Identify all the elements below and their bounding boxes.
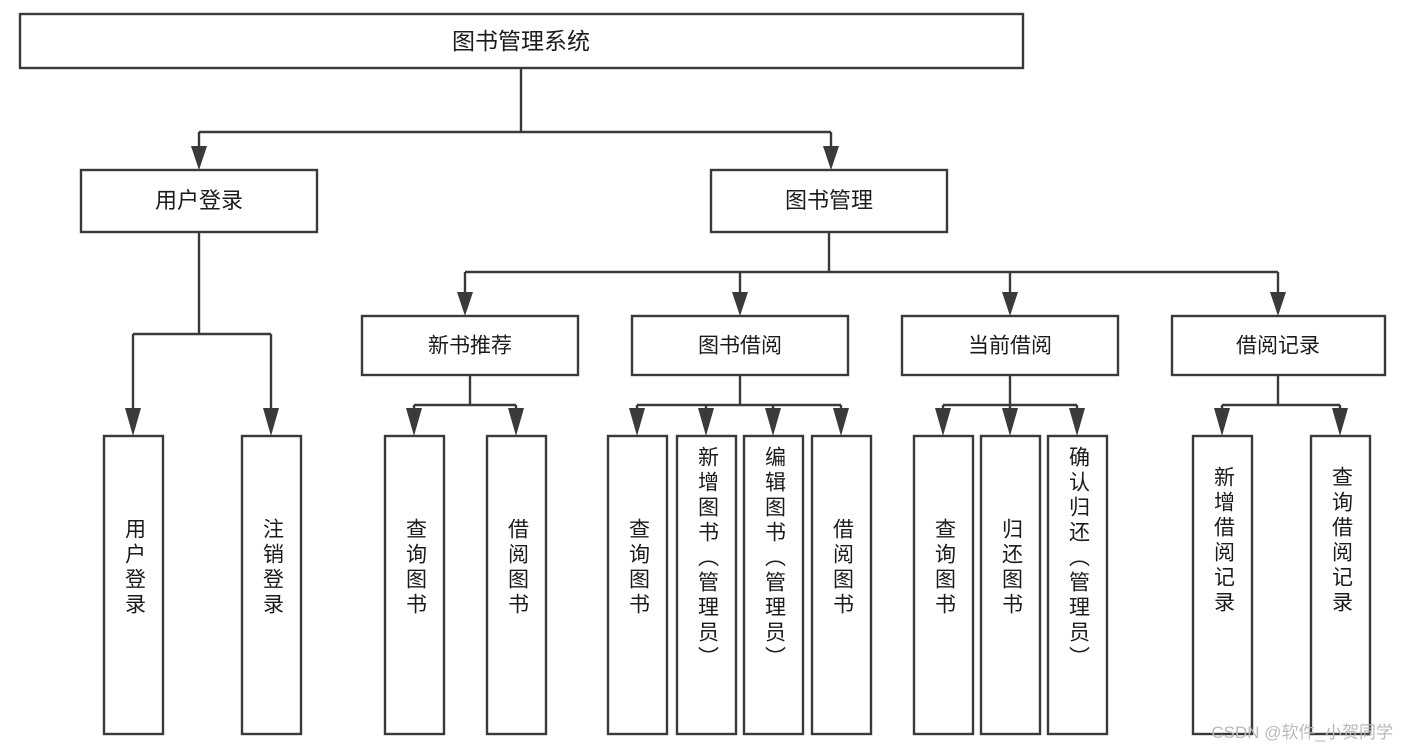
arrowhead-icon (1002, 292, 1018, 316)
edge-book-manage-to-level3 (457, 232, 1286, 316)
node-root-label: 图书管理系统 (452, 28, 590, 54)
arrowhead-icon (508, 408, 524, 436)
edge-new-book-recommend-to-leaves (406, 375, 524, 436)
arrowhead-icon (263, 408, 279, 436)
node-user-login-box[interactable] (79, 168, 319, 234)
arrowhead-icon (125, 408, 141, 436)
arrowhead-icon (1332, 408, 1348, 436)
arrowhead-icon (698, 408, 714, 436)
arrowhead-icon (1069, 408, 1085, 436)
leaf-box-book-borrow-3[interactable] (810, 434, 873, 736)
leaf-box-current-borrow-1[interactable] (979, 434, 1042, 736)
node-current-borrow-box[interactable] (900, 314, 1120, 377)
watermark: CSDN @软件_小贺同学 (1211, 723, 1393, 742)
node-new-book-recommend-label: 新书推荐 (428, 335, 512, 358)
edge-current-borrow-to-leaves (935, 375, 1085, 436)
node-book-manage[interactable]: 图书管理 (709, 168, 949, 234)
edge-book-borrow-to-leaves (629, 375, 849, 436)
node-user-login-label: 用户登录 (155, 188, 243, 213)
leaf-box-book-borrow-1[interactable] (675, 434, 738, 736)
leaf-box-new-book-recommend-1[interactable] (485, 434, 548, 736)
leaf-box-book-borrow-2[interactable] (742, 434, 805, 736)
leaf-box-new-book-recommend-0[interactable] (383, 434, 446, 736)
leaf-box-user-login-1[interactable] (240, 434, 303, 736)
arrowhead-icon (457, 292, 473, 316)
leaf-box-user-login-0[interactable] (102, 434, 165, 736)
arrowhead-icon (833, 408, 849, 436)
leaf-box-book-borrow-0[interactable] (606, 434, 669, 736)
node-user-login[interactable]: 用户登录 (79, 168, 319, 234)
node-current-borrow-label: 当前借阅 (968, 335, 1052, 358)
leaf-box-borrow-record-0[interactable] (1191, 434, 1254, 736)
node-book-borrow[interactable]: 图书借阅 (630, 314, 850, 377)
edge-borrow-record-to-leaves (1214, 375, 1348, 436)
arrowhead-icon (1214, 408, 1230, 436)
arrowhead-icon (1002, 408, 1018, 436)
arrowhead-icon (823, 146, 839, 170)
edge-user-login-to-leaves (125, 232, 279, 436)
node-book-borrow-label: 图书借阅 (698, 335, 782, 358)
arrowhead-icon (406, 408, 422, 436)
node-book-manage-label: 图书管理 (785, 188, 873, 213)
leaf-box-borrow-record-1[interactable] (1309, 434, 1372, 736)
node-new-book-recommend-box[interactable] (360, 314, 580, 377)
arrowhead-icon (191, 146, 207, 170)
node-root-box[interactable] (18, 12, 1025, 70)
arrowhead-icon (629, 408, 645, 436)
edge-root-to-level2 (191, 68, 839, 170)
node-borrow-record[interactable]: 借阅记录 (1170, 314, 1387, 377)
node-root[interactable]: 图书管理系统 (18, 12, 1025, 70)
arrowhead-icon (935, 408, 951, 436)
node-new-book-recommend[interactable]: 新书推荐 (360, 314, 580, 377)
arrowhead-icon (765, 408, 781, 436)
arrowhead-icon (732, 292, 748, 316)
arrowhead-icon (1270, 292, 1286, 316)
leaf-box-current-borrow-0[interactable] (912, 434, 975, 736)
leaf-box-current-borrow-2[interactable] (1046, 434, 1109, 736)
node-borrow-record-label: 借阅记录 (1236, 335, 1320, 358)
node-current-borrow[interactable]: 当前借阅 (900, 314, 1120, 377)
